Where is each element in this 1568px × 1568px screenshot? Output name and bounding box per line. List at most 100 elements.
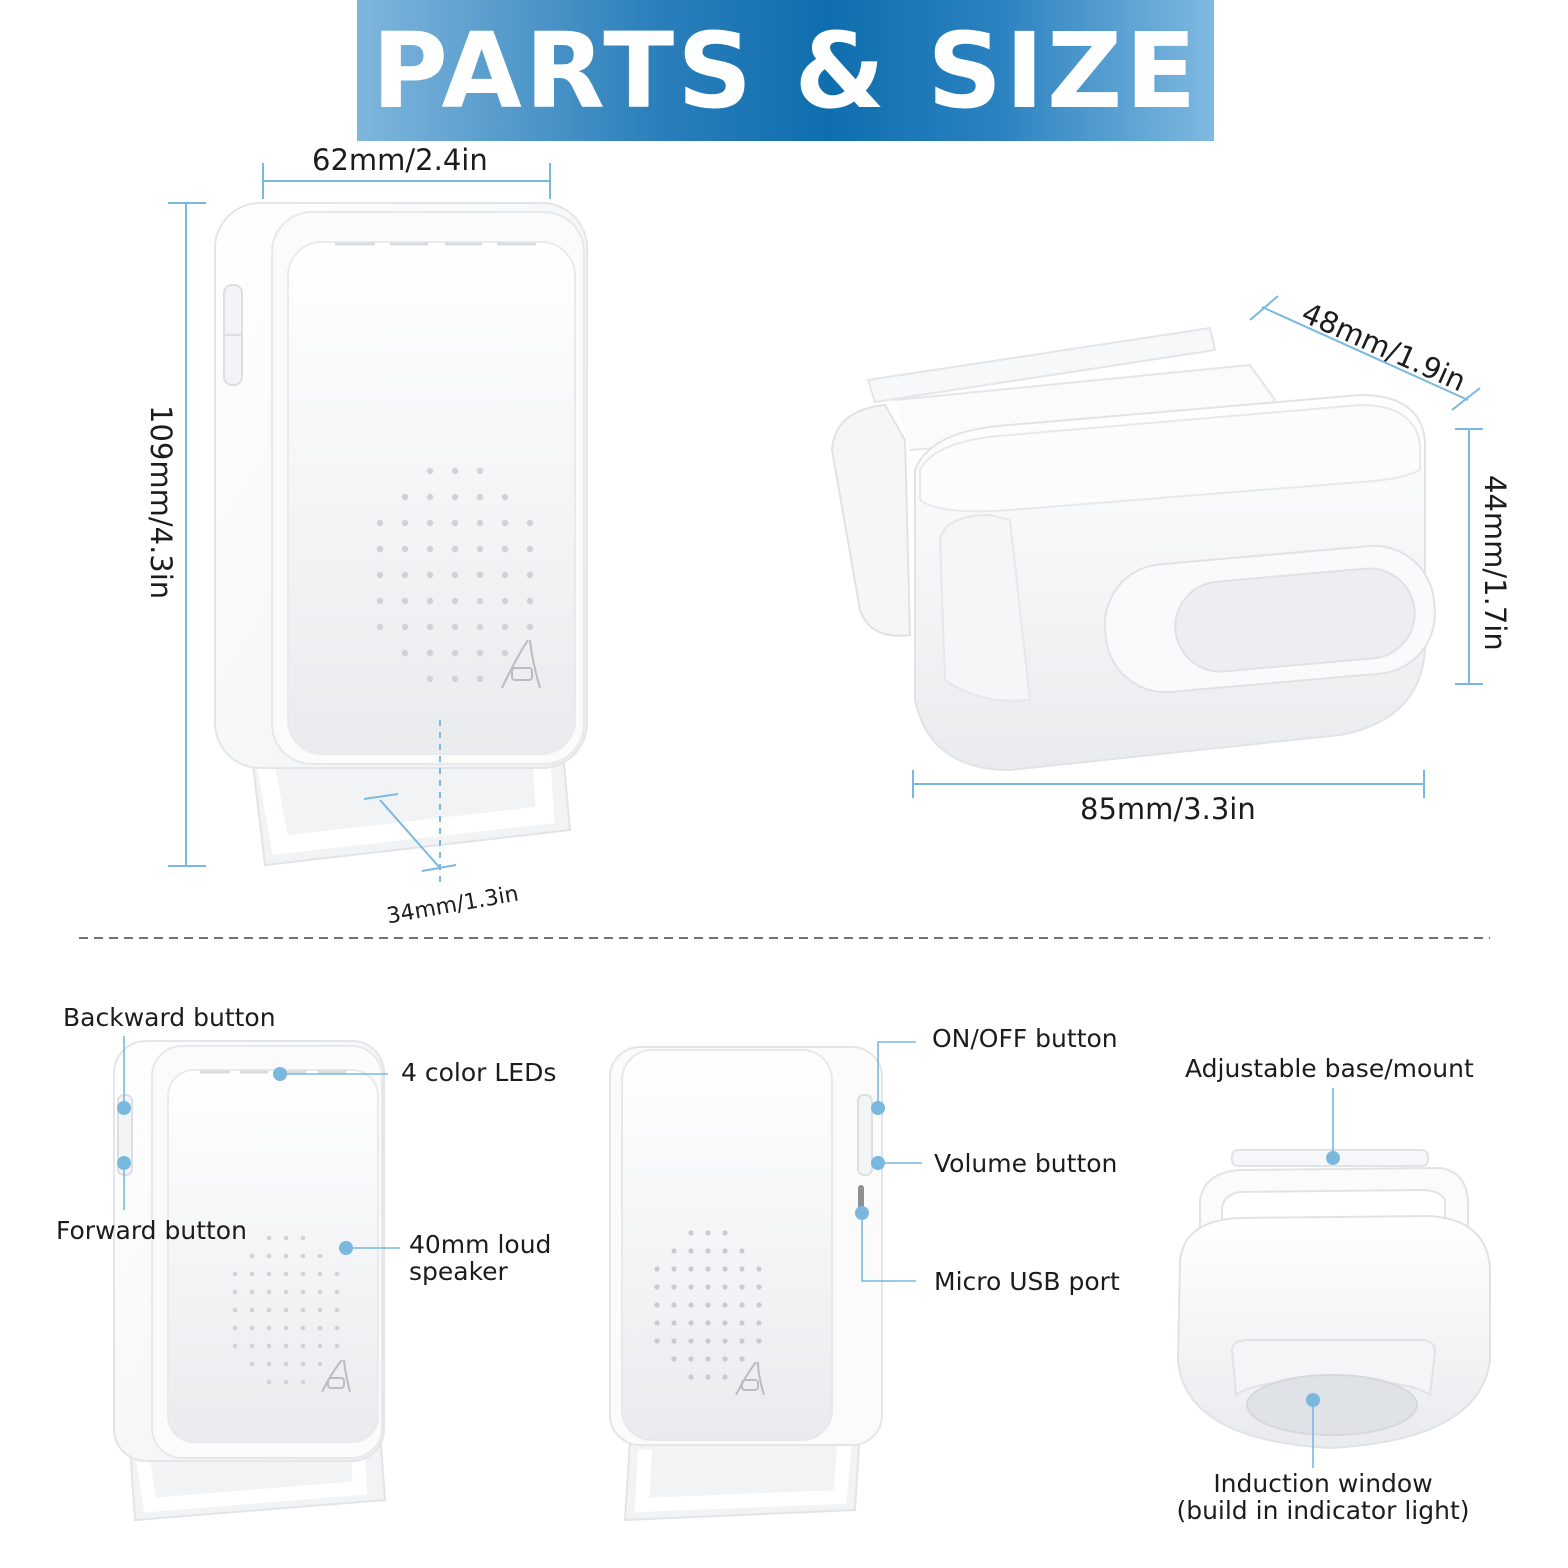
grille-hole (705, 1248, 711, 1254)
grille-hole (300, 1235, 306, 1241)
receiver-front-large (214, 202, 588, 867)
receiver-width-label: 62mm/2.4in (312, 143, 488, 177)
grille-hole (722, 1356, 728, 1362)
grille-hole (300, 1289, 306, 1295)
grille-hole (688, 1248, 694, 1254)
grille-hole (501, 623, 509, 631)
grille-hole (283, 1307, 289, 1313)
grille-hole (249, 1271, 255, 1277)
grille-hole (476, 519, 484, 527)
grille-hole (756, 1284, 762, 1290)
grille-hole (266, 1379, 272, 1385)
grille-hole (476, 623, 484, 631)
grille-hole (671, 1356, 677, 1362)
grille-hole (526, 597, 534, 605)
grille-hole (283, 1361, 289, 1367)
grille-hole (654, 1302, 660, 1308)
induction-window-label-line1: Induction window (1213, 1469, 1433, 1498)
grille-hole (654, 1320, 660, 1326)
grille-hole (476, 649, 484, 657)
grille-hole (451, 545, 459, 553)
grille-hole (756, 1338, 762, 1344)
color-leds-label: 4 color LEDs (401, 1058, 557, 1087)
grille-hole (688, 1230, 694, 1236)
speaker-label-line1: 40mm loud (409, 1230, 552, 1259)
grille-hole (671, 1248, 677, 1254)
grille-hole (451, 571, 459, 579)
grille-hole (249, 1307, 255, 1313)
grille-hole (426, 623, 434, 631)
grille-hole (451, 649, 459, 657)
grille-hole (266, 1325, 272, 1331)
grille-hole (334, 1289, 340, 1295)
grille-hole (317, 1289, 323, 1295)
grille-hole (249, 1289, 255, 1295)
grille-hole (671, 1302, 677, 1308)
motion-sensor-front (1176, 1149, 1491, 1450)
grille-hole (283, 1289, 289, 1295)
grille-hole (426, 545, 434, 553)
grille-hole (722, 1374, 728, 1380)
grille-hole (232, 1289, 238, 1295)
grille-hole (654, 1284, 660, 1290)
grille-hole (401, 649, 409, 657)
grille-hole (526, 545, 534, 553)
grille-hole (705, 1302, 711, 1308)
grille-hole (451, 467, 459, 475)
grille-hole (317, 1307, 323, 1313)
grille-hole (705, 1338, 711, 1344)
grille-hole (688, 1374, 694, 1380)
grille-hole (688, 1320, 694, 1326)
grille-hole (401, 571, 409, 579)
grille-hole (283, 1235, 289, 1241)
backward-button-label: Backward button (63, 1003, 276, 1032)
grille-hole (501, 545, 509, 553)
grille-hole (739, 1320, 745, 1326)
forward-button-label: Forward button (56, 1216, 247, 1245)
receiver-side-angle (609, 1046, 883, 1522)
grille-hole (317, 1253, 323, 1259)
grille-hole (671, 1320, 677, 1326)
grille-hole (501, 493, 509, 501)
grille-hole (451, 493, 459, 501)
grille-hole (451, 597, 459, 605)
grille-hole (283, 1325, 289, 1331)
grille-hole (266, 1307, 272, 1313)
grille-hole (426, 467, 434, 475)
page-title: PARTS & SIZE (371, 9, 1200, 132)
grille-hole (300, 1361, 306, 1367)
grille-hole (283, 1379, 289, 1385)
grille-hole (266, 1235, 272, 1241)
sensor-height-label: 44mm/1.7in (1478, 475, 1512, 651)
grille-hole (300, 1253, 306, 1259)
car-road-logo-icon (735, 1361, 765, 1396)
grille-hole (249, 1343, 255, 1349)
grille-hole (266, 1361, 272, 1367)
grille-hole (739, 1284, 745, 1290)
grille-hole (756, 1266, 762, 1272)
title-banner (357, 0, 1214, 141)
grille-hole (722, 1302, 728, 1308)
grille-hole (705, 1266, 711, 1272)
receiver-height-label: 109mm/4.3in (144, 405, 178, 600)
grille-hole (739, 1302, 745, 1308)
grille-hole (688, 1356, 694, 1362)
car-road-logo-icon (501, 639, 541, 689)
grille-hole (376, 623, 384, 631)
grille-hole (705, 1284, 711, 1290)
grille-hole (401, 493, 409, 501)
grille-hole (476, 675, 484, 683)
grille-hole (688, 1266, 694, 1272)
grille-hole (401, 597, 409, 605)
grille-hole (526, 623, 534, 631)
grille-hole (426, 649, 434, 657)
grille-hole (317, 1271, 323, 1277)
callout-dots (117, 1067, 1340, 1407)
volume-button-label: Volume button (934, 1149, 1118, 1178)
grille-hole (426, 519, 434, 527)
grille-hole (501, 571, 509, 579)
grille-hole (249, 1361, 255, 1367)
grille-hole (334, 1271, 340, 1277)
speaker-label-line2: speaker (409, 1257, 508, 1286)
grille-hole (426, 675, 434, 683)
